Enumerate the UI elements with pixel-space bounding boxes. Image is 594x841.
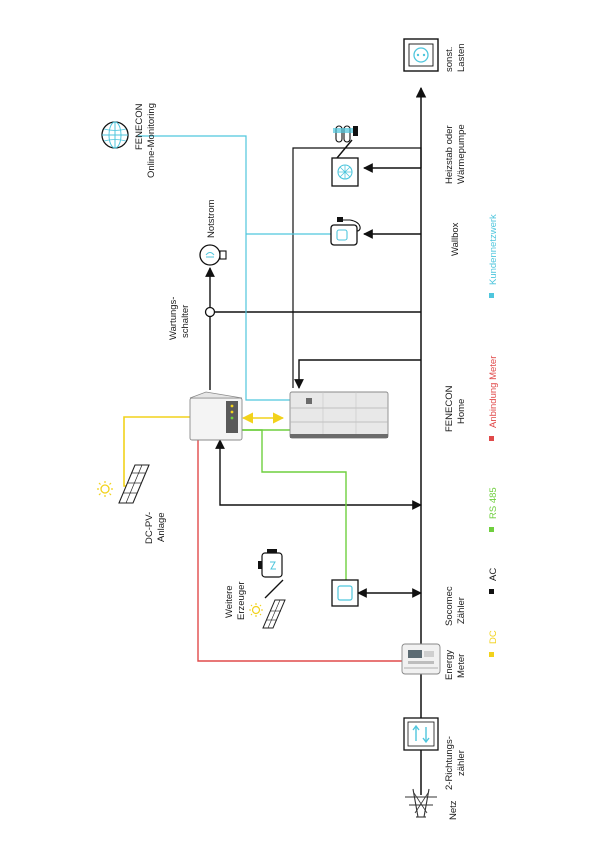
label-wartung-line1: Wartungs- (168, 297, 179, 340)
label-monitoring-line1: FENECON (134, 103, 145, 150)
ac-line-heatpump-top (292, 147, 422, 388)
legend-label-ac: AC (488, 568, 499, 581)
meter-line (197, 440, 404, 662)
socomec-meter-icon (331, 579, 359, 607)
sun-icon (97, 481, 113, 497)
label-monitoring: FENECON Online-Monitoring (134, 103, 157, 178)
label-wallbox: Wallbox (450, 222, 461, 256)
ac-line-battery-top (294, 359, 421, 389)
label-sonst-line1: sonst. (444, 47, 455, 72)
generator-switch (264, 579, 284, 599)
label-weitere-line1: Weitere (224, 585, 235, 618)
legend-item-dc: DC (488, 630, 499, 657)
pv-panel-icon (262, 599, 286, 629)
label-heizstab: Heizstab oder Wärmepumpe (444, 124, 467, 184)
label-wartungsschalter: Wartungs- schalter (168, 297, 191, 340)
legend-swatch-ac (489, 589, 494, 594)
legend-label-meter: Anbindung Meter (488, 356, 499, 428)
legend-swatch-meter (489, 436, 494, 441)
label-netz: Netz (448, 800, 459, 820)
globe-icon (101, 121, 129, 149)
socket-icon (403, 38, 439, 72)
legend-item-ac: AC (488, 568, 499, 594)
label-energy-meter-line2: Meter (456, 654, 467, 678)
legend-label-rs485: RS 485 (488, 487, 499, 519)
label-wartung-line2: schalter (180, 305, 191, 338)
label-dcpv: DC-PV- Anlage (144, 512, 167, 544)
label-sonst-lasten: sonst. Lasten (444, 43, 467, 72)
network-line-monitoring (138, 135, 292, 401)
legend-item-meter: Anbindung Meter (488, 356, 499, 441)
ac-line-wartungsschalter (209, 311, 421, 390)
wires (123, 86, 427, 795)
label-netz-text: Netz (448, 800, 459, 820)
bidirectional-meter-icon (403, 717, 439, 751)
wartungsschalter-symbol (204, 306, 216, 318)
heatrod-switch (336, 139, 353, 159)
label-energy-meter: Energy Meter (444, 650, 467, 680)
label-heizstab-line2: Wärmepumpe (456, 124, 467, 184)
pv-panel-icon (118, 464, 150, 504)
legend-swatch-dc (489, 652, 494, 657)
label-notstrom-text: Notstrom (206, 199, 217, 238)
legend: DC AC RS 485 Anbindung Meter Kundennetzw… (488, 214, 499, 657)
label-fenecon-home-line1: FENECON (444, 385, 455, 432)
label-fenecon-home-line2: Home (456, 399, 467, 424)
legend-label-network: Kundennetzwerk (488, 214, 499, 285)
label-socomec-line2: Zähler (456, 597, 467, 624)
wallbox-icon (330, 217, 361, 246)
label-weitere-erzeuger: Weitere Erzeuger (224, 581, 247, 620)
heat-pump-icon (331, 157, 359, 187)
generator-icon (258, 549, 283, 578)
label-sonst-line2: Lasten (456, 43, 467, 72)
label-dcpv-line2: Anlage (156, 512, 167, 542)
bulb-icon (199, 244, 227, 266)
label-zweirichtung-line1: 2-Richtungs- (444, 736, 455, 790)
label-energy-meter-line1: Energy (444, 650, 455, 680)
legend-swatch-rs485 (489, 527, 494, 532)
label-socomec-line1: Socomec (444, 586, 455, 626)
ac-line-inverter (215, 439, 422, 510)
label-zweirichtung: 2-Richtungs- zähler (444, 736, 467, 790)
label-fenecon-home: FENECON Home (444, 385, 467, 432)
sun-icon (249, 603, 263, 617)
label-notstrom: Notstrom (206, 199, 217, 238)
label-zweirichtung-line2: zähler (456, 750, 467, 776)
label-wallbox-text: Wallbox (450, 222, 461, 256)
pylon-icon (405, 788, 437, 818)
fenecon-home-battery-icon (289, 391, 389, 439)
energy-meter-icon (401, 643, 441, 675)
legend-item-rs485: RS 485 (488, 487, 499, 532)
label-heizstab-line1: Heizstab oder (444, 125, 455, 184)
label-socomec: Socomec Zähler (444, 586, 467, 626)
inverter-icon (189, 391, 243, 441)
label-monitoring-line2: Online-Monitoring (146, 103, 157, 178)
label-weitere-line2: Erzeuger (236, 581, 247, 620)
legend-item-network: Kundennetzwerk (488, 214, 499, 298)
heating-rod-icon (333, 125, 358, 143)
legend-swatch-network (489, 293, 494, 298)
legend-label-dc: DC (488, 630, 499, 644)
label-dcpv-line1: DC-PV- (144, 512, 155, 544)
